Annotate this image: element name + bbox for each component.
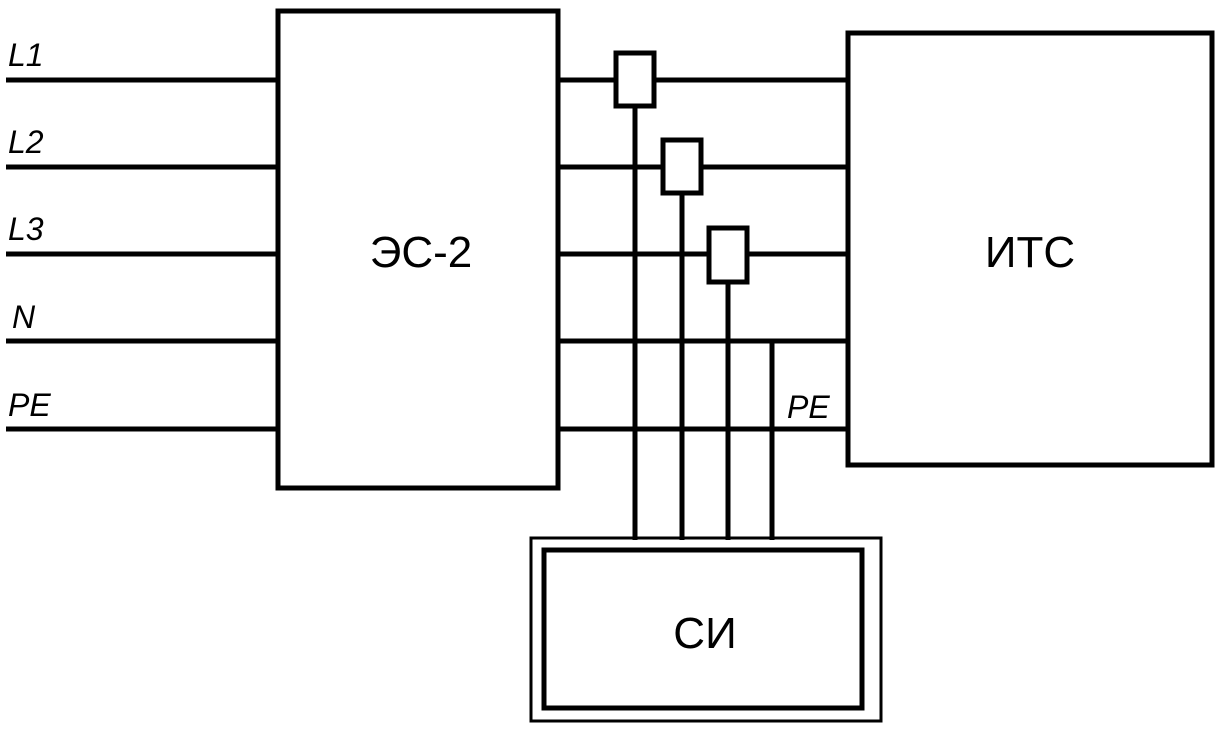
label-l3: L3 bbox=[8, 211, 44, 247]
block-si bbox=[541, 547, 865, 711]
block-si-label: СИ bbox=[673, 609, 736, 658]
block-si-outer-frame bbox=[529, 536, 883, 723]
block-es2 bbox=[275, 8, 561, 491]
label-l1: L1 bbox=[8, 37, 44, 73]
block-its-label: ИТС bbox=[985, 228, 1075, 277]
current-sensor-l1 bbox=[613, 50, 657, 109]
label-n: N bbox=[12, 299, 36, 335]
block-its bbox=[845, 30, 1215, 468]
its-pe-label: PE bbox=[787, 389, 830, 425]
current-sensor-l3 bbox=[706, 225, 750, 285]
block-es2-label: ЭС-2 bbox=[370, 228, 473, 277]
current-sensor-l2 bbox=[660, 137, 704, 196]
label-l2: L2 bbox=[8, 124, 44, 160]
label-pe: PE bbox=[8, 387, 51, 423]
